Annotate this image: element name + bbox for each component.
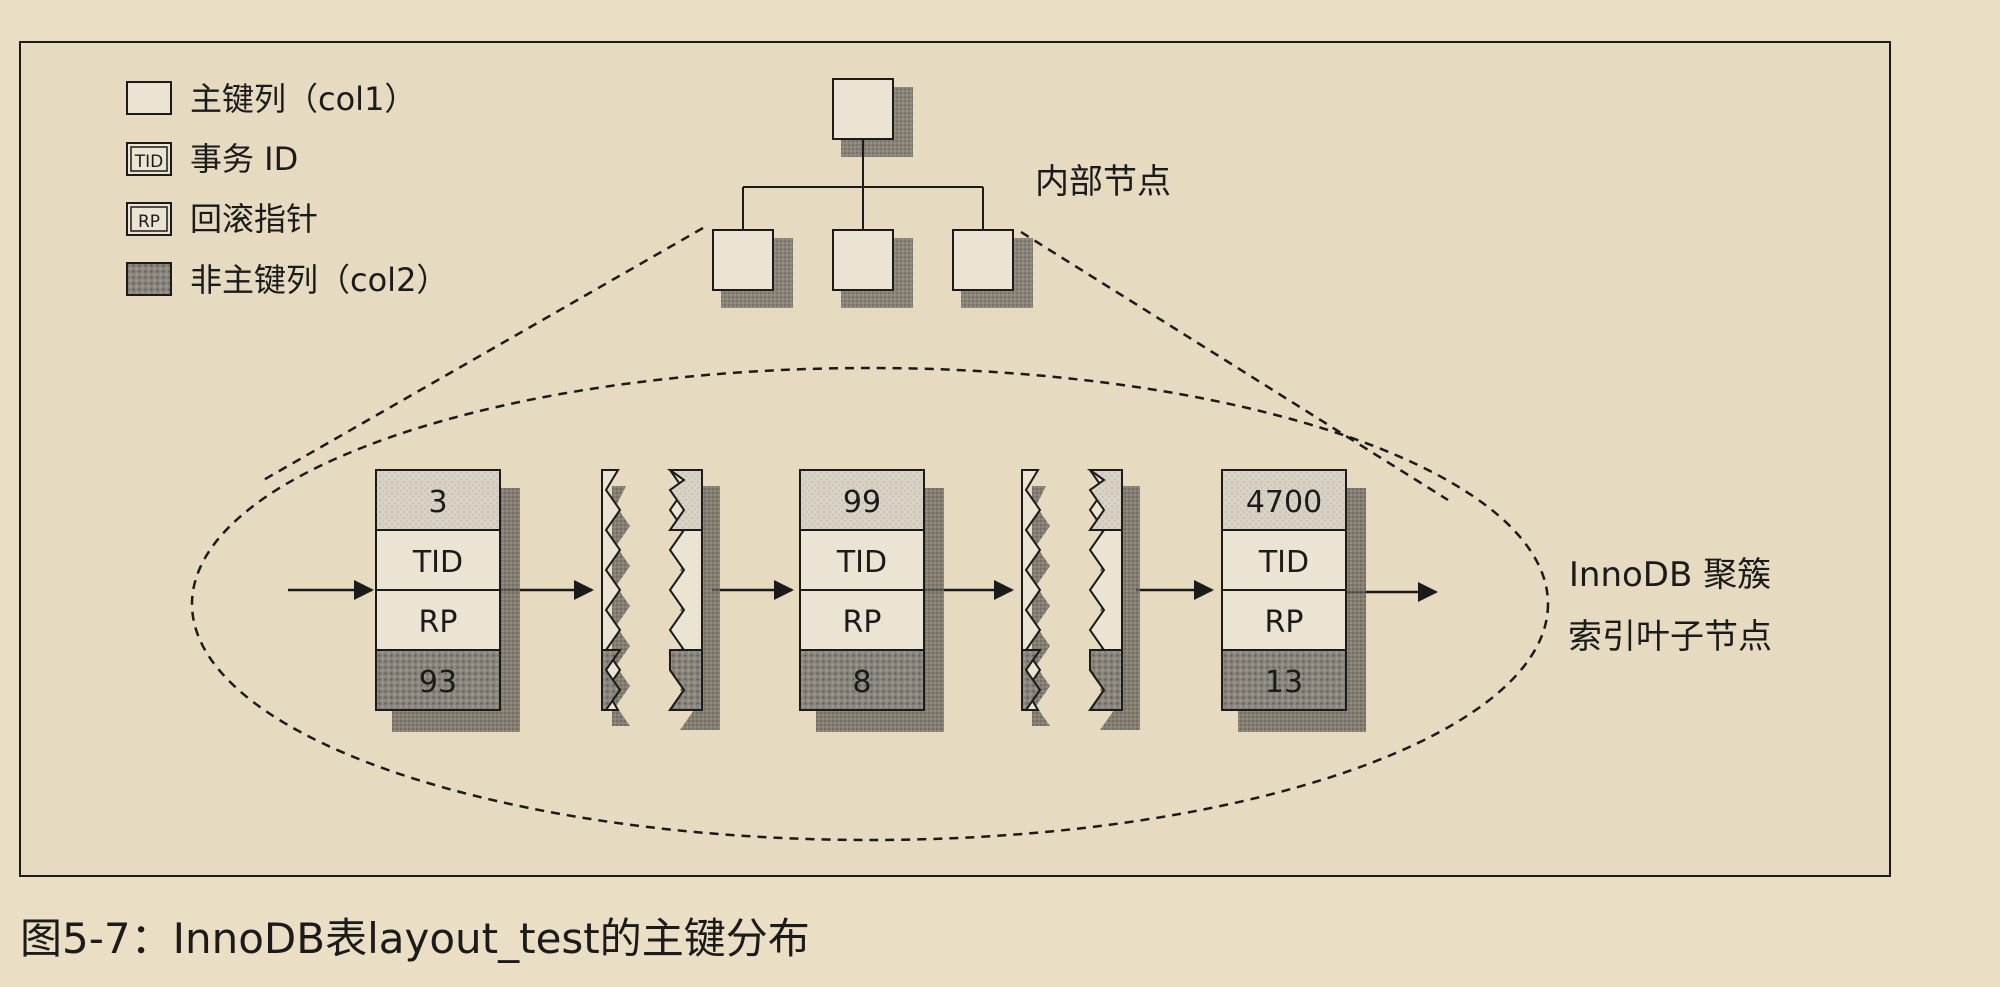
leaf-page-2-col2: 8 (852, 665, 871, 700)
leaf-page-3-pk: 4700 (1246, 485, 1322, 520)
legend-rp-icon-text: RP (138, 212, 160, 232)
page-break-1-right-pk (666, 469, 703, 531)
leaf-page-1-tid: TID (412, 545, 463, 580)
page-break-1-left-shadow (612, 486, 630, 726)
leaf-page-3-rp: RP (1265, 605, 1304, 640)
page-break-1-left-col2 (601, 649, 622, 711)
leaf-page-2-tid-cell (799, 529, 925, 591)
leaf-page-3-col2: 13 (1265, 665, 1303, 700)
legend-transaction-id-label: 事务 ID (190, 140, 298, 178)
legend-tid-icon-text: TID (134, 152, 164, 172)
page-break-2-left-shadow (1032, 486, 1050, 726)
leaf-page-2-rp-cell (799, 589, 925, 651)
zoom-outline (190, 226, 1550, 842)
legend-non-primary-key-swatch (126, 262, 172, 296)
child-node-middle (832, 229, 894, 291)
leaf-page-1-col2: 93 (419, 665, 457, 700)
child-node-left (712, 229, 774, 291)
legend-rollback-pointer-swatch-inner (130, 206, 168, 232)
leaf-nodes-label-line2: 索引叶子节点 (1568, 617, 1772, 657)
leaf-page-1-col2-cell (375, 649, 501, 711)
legend-transaction-id-swatch (126, 142, 172, 176)
child-node-right (952, 229, 1014, 291)
page-break-2 (1021, 469, 1140, 730)
leaf-page-2-tid: TID (836, 545, 887, 580)
leaf-nodes-label-line1: InnoDB 聚簇 (1569, 555, 1771, 595)
diagram-frame (19, 41, 1891, 877)
leaf-page-3-tid-cell (1221, 529, 1347, 591)
leaf-page-3-rp-cell (1221, 589, 1347, 651)
legend-non-primary-key-label: 非主键列（col2） (190, 261, 448, 299)
zoom-line-left (259, 226, 704, 484)
legend-rollback-pointer-label: 回滚指针 (190, 200, 318, 238)
leaf-page-3-tid: TID (1258, 545, 1309, 580)
legend-rollback-pointer-swatch (126, 202, 172, 236)
zoom-line-right (1020, 230, 1449, 502)
internal-nodes-label: 内部节点 (1035, 162, 1171, 202)
leaf-page-1: 3 TID RP 93 (375, 469, 520, 732)
legend-primary-key-label: 主键列（col1） (190, 80, 416, 118)
leaf-page-3-pk-cell (1221, 469, 1347, 531)
internal-nodes-tree: 内部节点 (712, 78, 1171, 308)
leaf-page-1-rp: RP (419, 605, 458, 640)
legend-transaction-id-swatch-inner (130, 146, 168, 172)
leaf-page-2: 99 TID RP 8 (799, 469, 944, 732)
leaf-page-1-rp-cell (375, 589, 501, 651)
page-break-1 (601, 469, 720, 730)
leaf-page-2-rp: RP (843, 605, 882, 640)
page-break-2-left-col2 (1021, 649, 1042, 711)
figure-caption: 图5-7：InnoDB表layout_test的主键分布 (20, 914, 810, 963)
leaf-page-3: 4700 TID RP 13 (1221, 469, 1366, 732)
leaf-page-2-col2-cell (799, 649, 925, 711)
leaf-page-3-col2-cell (1221, 649, 1347, 711)
legend: 主键列（col1） TID 事务 ID RP 回滚指针 非主键列（col2） (126, 80, 448, 299)
leaf-level-ellipse (190, 366, 1550, 842)
leaf-page-1-pk: 3 (428, 485, 447, 520)
leaf-page-2-pk: 99 (843, 485, 881, 520)
legend-primary-key-swatch (126, 81, 172, 115)
page-break-2-right-col2 (1088, 649, 1123, 711)
page-break-2-right-pk (1086, 469, 1123, 531)
root-node (832, 78, 894, 140)
leaf-page-1-pk-cell (375, 469, 501, 531)
page-break-1-right-col2 (668, 649, 703, 711)
